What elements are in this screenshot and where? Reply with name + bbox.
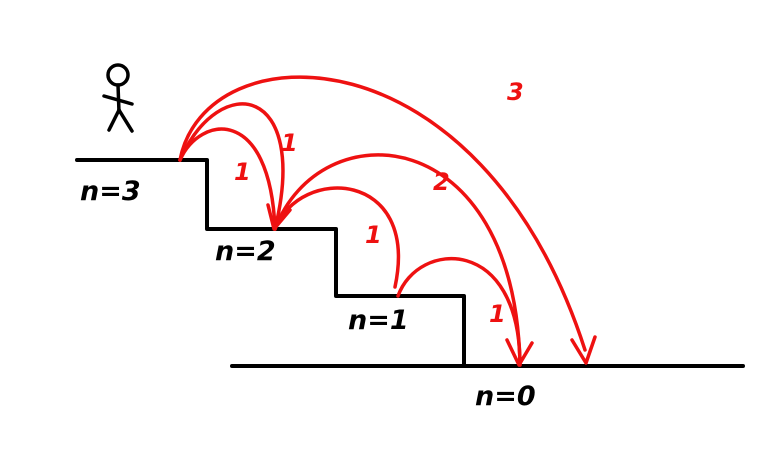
jump-arc-n1-n0 bbox=[396, 256, 522, 367]
step-label-n0: n=0 bbox=[475, 381, 536, 412]
arrowhead-n2-n0 bbox=[505, 338, 534, 367]
jump-label-n3-n2-outer: 1 bbox=[281, 129, 298, 157]
step-label-n3: n=3 bbox=[80, 176, 141, 207]
jump-arc-n3-n2-outer bbox=[178, 102, 285, 231]
jump-arc-n3-n2-inner bbox=[178, 127, 277, 231]
arrowhead-n3-n0 bbox=[570, 335, 597, 365]
jump-label-n3-n0: 3 bbox=[507, 78, 524, 106]
staircase-outline bbox=[75, 158, 466, 368]
arrowhead-n3-n2 bbox=[266, 203, 292, 231]
step-label-n2: n=2 bbox=[215, 236, 276, 267]
jump-arc-n2-n0 bbox=[273, 153, 522, 367]
jump-arc-n3-n0 bbox=[178, 75, 587, 352]
jump-label-n3-n2-inner: 1 bbox=[234, 158, 251, 186]
step-label-n1: n=1 bbox=[348, 305, 409, 336]
jump-label-n2-n1: 1 bbox=[365, 221, 382, 249]
jump-label-n2-n0: 2 bbox=[433, 168, 450, 196]
jump-arc-n2-n1 bbox=[273, 186, 401, 289]
jump-label-n1-n0: 1 bbox=[489, 300, 506, 328]
stick-figure-icon bbox=[102, 63, 134, 133]
